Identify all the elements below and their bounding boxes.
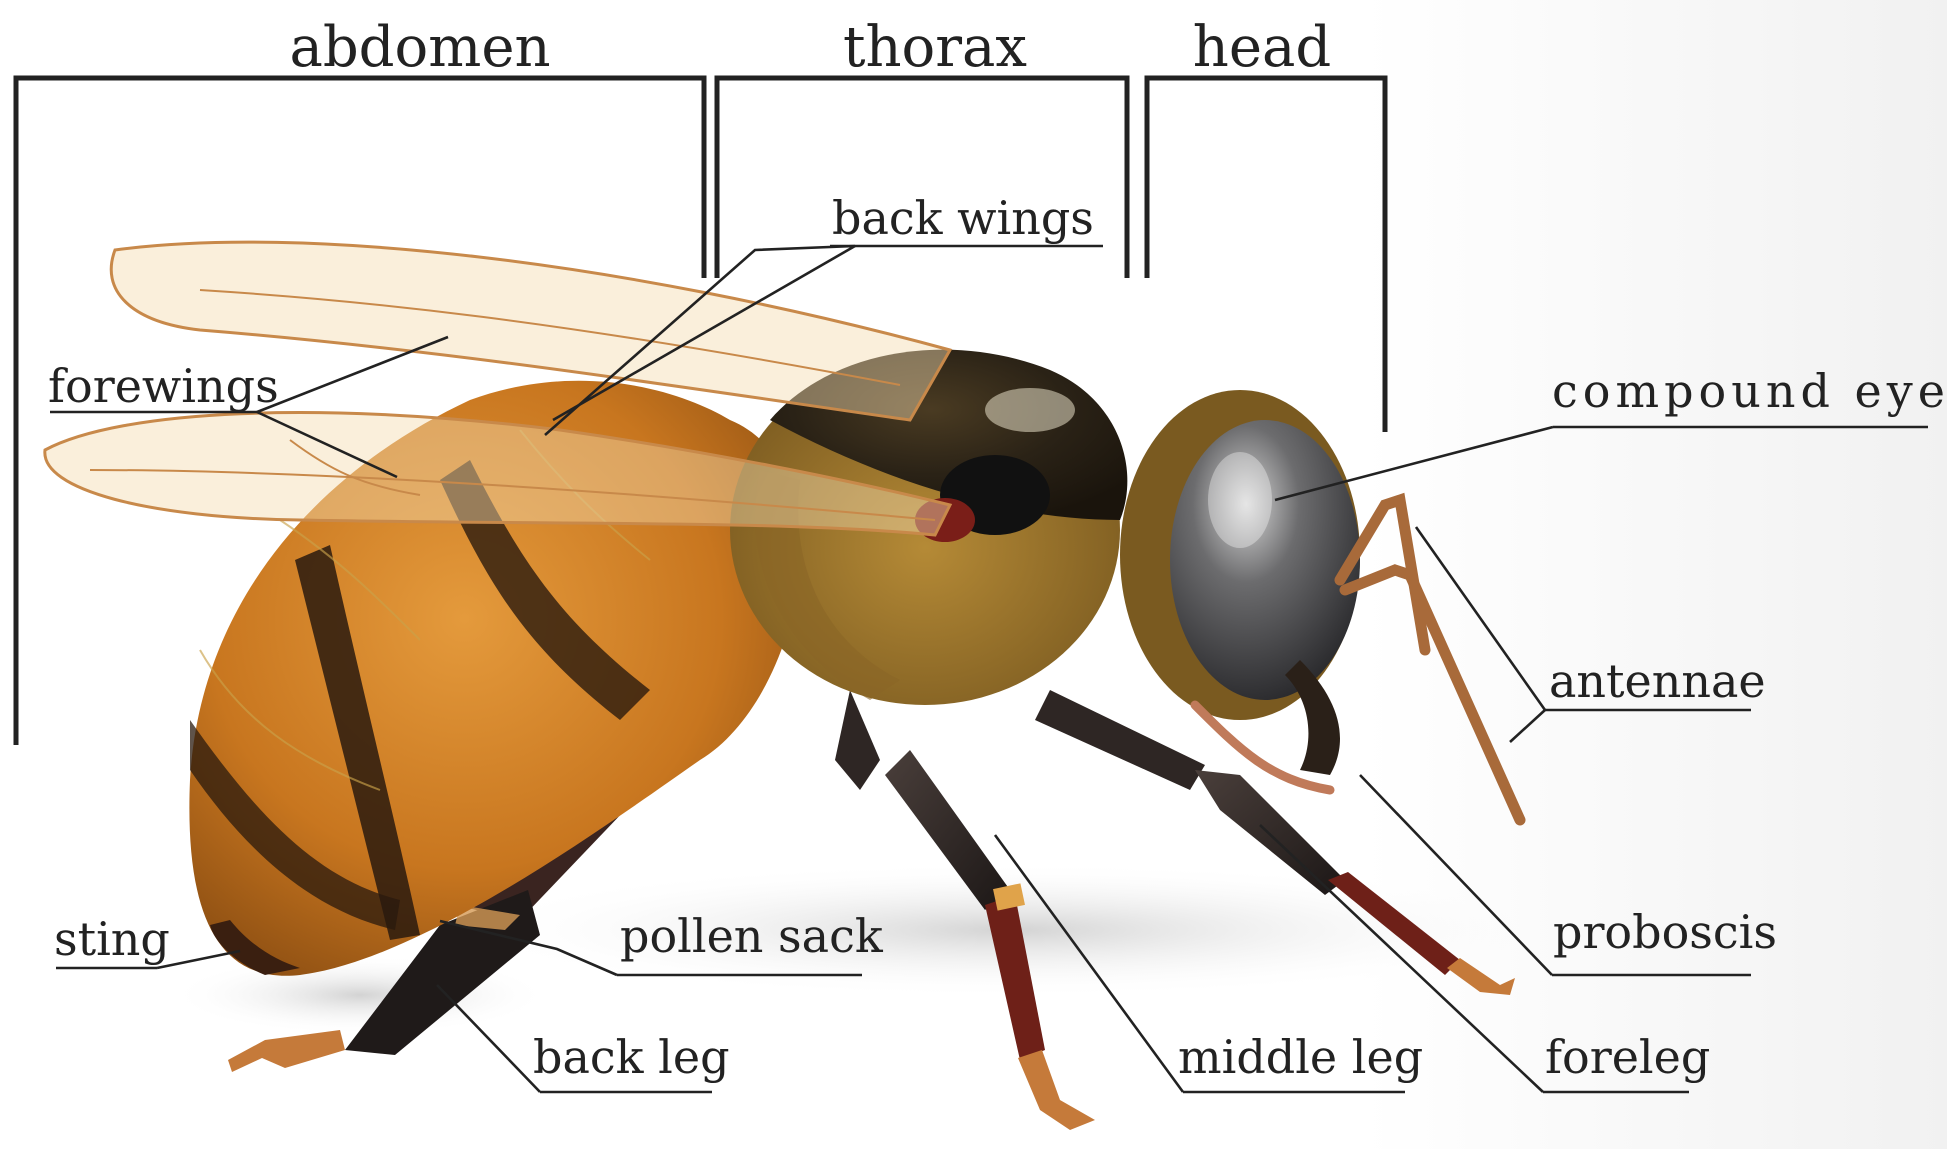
pollen-sack-label: pollen sack [620, 909, 884, 963]
head-label: head [1193, 15, 1331, 80]
proboscis-label: proboscis [1553, 905, 1777, 959]
forewings-label: forewings [48, 359, 279, 413]
foreleg-label: foreleg [1545, 1030, 1710, 1084]
compound-eye-label: compound eye [1552, 364, 1947, 418]
thorax-label: thorax [843, 15, 1027, 80]
sting-label: sting [54, 912, 170, 966]
abdomen-label: abdomen [289, 15, 550, 80]
back-wings-label: back wings [832, 191, 1094, 245]
head-shape [1120, 390, 1360, 790]
middle-leg-label: middle leg [1178, 1030, 1423, 1084]
back-leg-label: back leg [533, 1030, 730, 1084]
head-bracket [1147, 78, 1385, 432]
antennae-label: antennae [1549, 654, 1766, 708]
